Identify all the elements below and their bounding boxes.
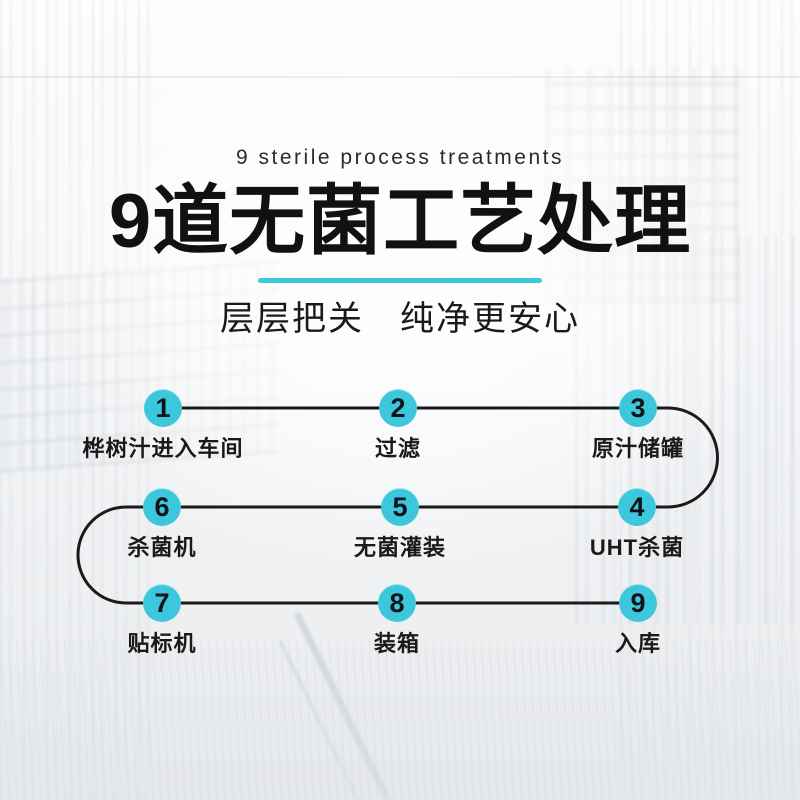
subtitle-english: 9 sterile process treatments: [236, 146, 564, 169]
step-5-label: 无菌灌装: [353, 535, 446, 560]
step-2-number-badge: 2: [379, 389, 417, 427]
step-4-label: UHT杀菌: [589, 535, 685, 560]
step-4: 4 UHT杀菌: [537, 488, 737, 562]
step-8-number-badge: 8: [378, 584, 416, 622]
background-floor: [0, 640, 800, 800]
step-8-label: 装箱: [373, 631, 420, 656]
step-7-label: 贴标机: [127, 631, 197, 656]
step-6-number-badge: 6: [143, 488, 181, 526]
background-ceiling-line: [0, 76, 800, 78]
step-8: 8 装箱: [297, 584, 497, 658]
step-9-number-badge: 9: [619, 584, 657, 622]
step-1-label: 桦树汁进入车间: [82, 436, 244, 461]
step-5: 5 无菌灌装: [300, 488, 500, 562]
step-6: 6 杀菌机: [62, 488, 262, 562]
step-7: 7 贴标机: [62, 584, 262, 658]
step-9-label: 入库: [614, 631, 661, 656]
step-3-number-badge: 3: [619, 389, 657, 427]
step-9: 9 入库: [538, 584, 738, 658]
step-1-number-badge: 1: [144, 389, 182, 427]
step-3-label: 原汁储罐: [591, 436, 684, 461]
title-underline-divider: [258, 278, 542, 283]
step-6-label: 杀菌机: [127, 535, 197, 560]
step-3: 3 原汁储罐: [538, 389, 738, 463]
background-conveyor-edge: [278, 640, 396, 800]
step-2: 2 过滤: [298, 389, 498, 463]
step-4-number-badge: 4: [618, 488, 656, 526]
tagline: 层层把关 纯净更安心: [220, 300, 580, 338]
step-1: 1 桦树汁进入车间: [63, 389, 263, 463]
step-5-number-badge: 5: [381, 488, 419, 526]
page-title: 9道无菌工艺处理: [108, 179, 692, 264]
step-2-label: 过滤: [374, 436, 421, 461]
step-7-number-badge: 7: [143, 584, 181, 622]
